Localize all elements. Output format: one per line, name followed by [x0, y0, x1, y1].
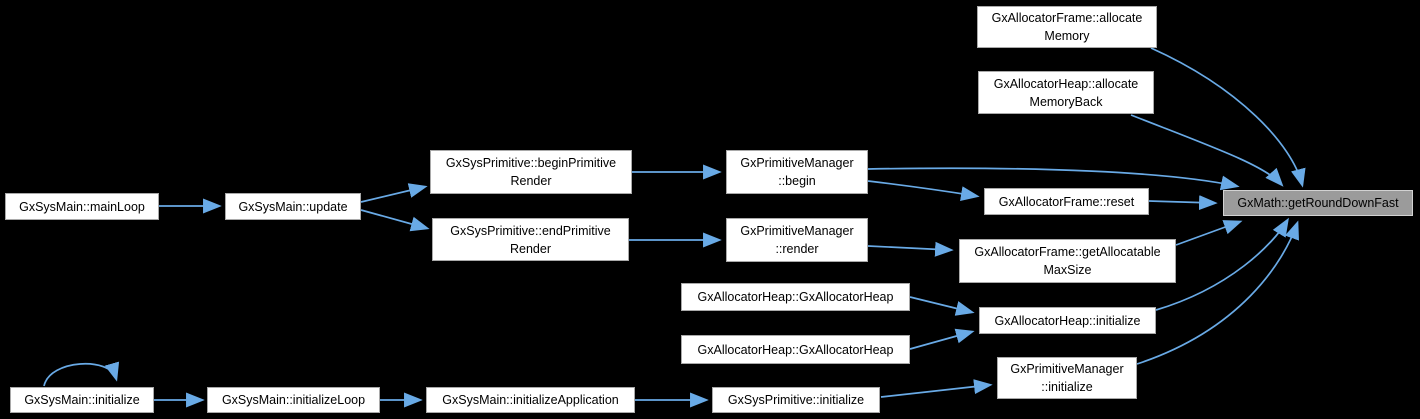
edge-update-beginprimitiverender [360, 183, 428, 203]
node-label: GxSysPrimitive::initialize [727, 393, 865, 407]
node-label: GxAllocatorFrame::getAllocatable MaxSize [974, 245, 1161, 277]
node-label: GxAllocatorFrame::allocate Memory [991, 11, 1143, 43]
node-gxsysmain-initialize[interactable]: GxSysMain::initialize [10, 387, 154, 413]
node-gxsysmain-mainloop[interactable]: GxSysMain::mainLoop [5, 193, 159, 220]
edge-update-endprimitiverender [360, 209, 430, 232]
node-gxallocatorframe-allocatememory[interactable]: GxAllocatorFrame::allocate Memory [977, 6, 1157, 48]
node-label: GxAllocatorHeap::GxAllocatorHeap [697, 290, 894, 304]
node-gxmath-getrounddownfast: GxMath::getRoundDownFast [1223, 190, 1413, 216]
node-label: GxAllocatorHeap::initialize [994, 313, 1141, 328]
node-label: GxSysPrimitive::endPrimitive Render [450, 223, 611, 256]
node-gxsysmain-update[interactable]: GxSysMain::update [225, 193, 361, 220]
edge-sysprimitiveinitialize-pminitialize [880, 379, 993, 398]
edge-begin-getrounddownfast [867, 167, 1240, 191]
node-gxallocatorheap-allocatememoryback[interactable]: GxAllocatorHeap::allocate MemoryBack [978, 71, 1154, 114]
edge-getallocatablemaxsize-getrounddownfast [1175, 220, 1243, 246]
node-label: GxSysPrimitive::beginPrimitive Render [445, 156, 617, 188]
node-gxprimitivemanager-begin[interactable]: GxPrimitiveManager ::begin [726, 150, 868, 194]
node-gxallocatorheap-initialize[interactable]: GxAllocatorHeap::initialize [979, 307, 1156, 334]
node-label: GxMath::getRoundDownFast [1237, 196, 1399, 210]
node-label: GxAllocatorHeap::allocate MemoryBack [993, 76, 1139, 109]
edge-begin-reset [867, 180, 980, 202]
node-label: GxPrimitiveManager ::begin [740, 156, 854, 188]
node-label: GxAllocatorHeap::GxAllocatorHeap [697, 342, 894, 357]
node-gxsysmain-initializeloop[interactable]: GxSysMain::initializeLoop [207, 387, 380, 413]
node-label: GxSysMain::initializeApplication [442, 393, 619, 407]
edge-reset-getrounddownfast [1148, 195, 1218, 211]
node-label: GxSysMain::initializeLoop [221, 393, 366, 407]
edge-heapctor2-heapinitialize [909, 328, 975, 350]
edge-pminitialize-getrounddownfast [1136, 220, 1299, 365]
edge-heapctor1-heapinitialize [909, 296, 975, 316]
edge-initialize-self-loop [43, 361, 120, 387]
node-gxallocatorframe-reset[interactable]: GxAllocatorFrame::reset [984, 188, 1149, 215]
node-gxsysmain-initializeapplication[interactable]: GxSysMain::initializeApplication [426, 387, 635, 413]
node-gxallocatorheap-ctor-2[interactable]: GxAllocatorHeap::GxAllocatorHeap [681, 335, 910, 364]
node-gxallocatorframe-getallocatablemaxsize[interactable]: GxAllocatorFrame::getAllocatable MaxSize [959, 239, 1176, 283]
node-label: GxPrimitiveManager ::initialize [1010, 362, 1124, 394]
node-label: GxSysMain::mainLoop [19, 199, 145, 214]
edge-allocatememoryback-getrounddownfast [1130, 114, 1284, 187]
node-gxsysprimitive-initialize[interactable]: GxSysPrimitive::initialize [712, 387, 880, 413]
edge-heapinitialize-getrounddownfast [1155, 217, 1289, 311]
node-gxallocatorheap-ctor-1[interactable]: GxAllocatorHeap::GxAllocatorHeap [681, 283, 910, 311]
node-label: GxPrimitiveManager ::render [740, 224, 854, 256]
node-gxsysprimitive-endprimitiverender[interactable]: GxSysPrimitive::endPrimitive Render [432, 218, 629, 261]
node-label: GxSysMain::update [238, 199, 348, 214]
node-gxprimitivemanager-initialize[interactable]: GxPrimitiveManager ::initialize [997, 357, 1137, 399]
node-gxprimitivemanager-render[interactable]: GxPrimitiveManager ::render [726, 218, 868, 262]
node-gxsysprimitive-beginprimitiverender[interactable]: GxSysPrimitive::beginPrimitive Render [430, 150, 632, 194]
edge-allocatememory-getrounddownfast [1150, 47, 1306, 188]
node-label: GxSysMain::initialize [24, 393, 140, 407]
node-label: GxAllocatorFrame::reset [998, 194, 1135, 209]
edge-render-getallocatablemaxsize [867, 241, 954, 257]
